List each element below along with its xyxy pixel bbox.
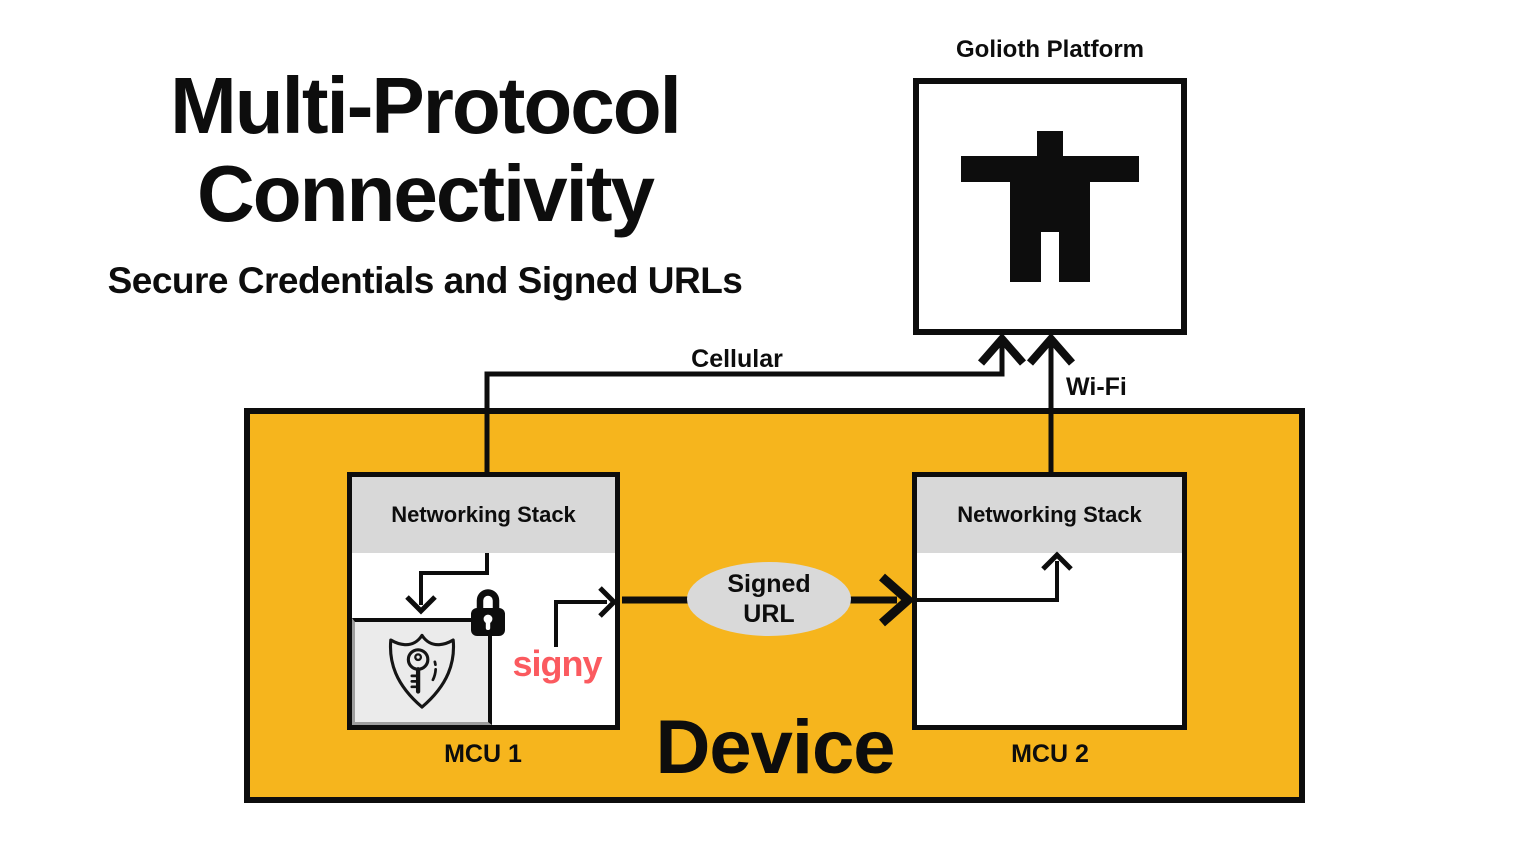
wifi-label: Wi-Fi [1066, 373, 1127, 401]
signed-url-label-line2: URL [743, 600, 795, 628]
golioth-platform-label: Golioth Platform [956, 36, 1144, 63]
mcu1-networking-stack-label: Networking Stack [391, 502, 576, 527]
cellular-label: Cellular [691, 345, 783, 373]
signed-url-label-line1: Signed [727, 570, 811, 598]
golioth-figure-icon [961, 131, 1139, 282]
mcu1-networking-stack-header: Networking Stack [352, 477, 615, 553]
mcu2-networking-stack-label: Networking Stack [957, 502, 1142, 527]
mcu1-caption: MCU 1 [444, 740, 522, 768]
device-label: Device [655, 705, 895, 790]
padlock-icon [471, 589, 505, 636]
page-subtitle: Secure Credentials and Signed URLs [107, 260, 743, 301]
mcu2-networking-stack-header: Networking Stack [917, 477, 1182, 553]
mcu2-box: Networking Stack [912, 472, 1187, 730]
mcu2-caption: MCU 2 [1011, 740, 1089, 768]
title-block: Multi-Protocol Connectivity Secure Crede… [70, 62, 780, 302]
page-title-line1: Multi-Protocol [170, 61, 682, 150]
golioth-platform-box [913, 78, 1187, 335]
mcu1-box: Networking Stack signy [347, 472, 620, 730]
signy-label: signy [512, 643, 602, 684]
shield-key-icon [388, 633, 455, 709]
signed-url-ellipse: Signed URL [687, 562, 851, 636]
secure-store-box [352, 618, 492, 725]
page-title-line2: Connectivity [196, 149, 655, 238]
